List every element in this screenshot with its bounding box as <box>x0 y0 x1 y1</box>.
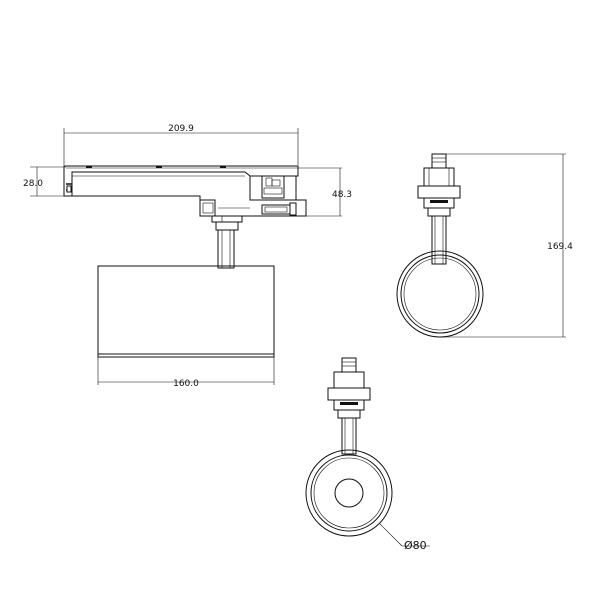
dim-label-adapter-height: 48.3 <box>332 190 352 200</box>
front-stem <box>431 215 447 265</box>
track-adapter <box>72 175 307 231</box>
dim-label-head-length: 160.0 <box>173 379 199 389</box>
dimension-track-length: 209.9 <box>63 124 299 165</box>
side-view: 209.9 28.0 48.3 <box>23 124 352 389</box>
track-rail <box>63 165 299 197</box>
dim-label-track-length: 209.9 <box>168 124 194 134</box>
dim-label-diameter: Ø80 <box>404 539 427 552</box>
front-view: 169.4 <box>396 153 573 338</box>
lamp-head-side <box>97 265 275 358</box>
dimension-total-height: 169.4 <box>440 153 573 338</box>
adapter-stem <box>217 229 235 269</box>
front-adapter <box>417 153 461 217</box>
bottom-adapter <box>327 357 371 419</box>
bottom-view: Ø80 <box>305 357 430 552</box>
dimension-diameter: Ø80 <box>379 523 430 552</box>
bottom-head <box>305 449 393 537</box>
dim-label-total-height: 169.4 <box>547 242 573 252</box>
dim-label-track-height: 28.0 <box>23 179 43 189</box>
dimension-adapter-height: 48.3 <box>296 167 352 217</box>
dimension-track-height: 28.0 <box>23 166 66 197</box>
bottom-stem <box>341 417 357 455</box>
dimension-head-length: 160.0 <box>97 356 275 389</box>
